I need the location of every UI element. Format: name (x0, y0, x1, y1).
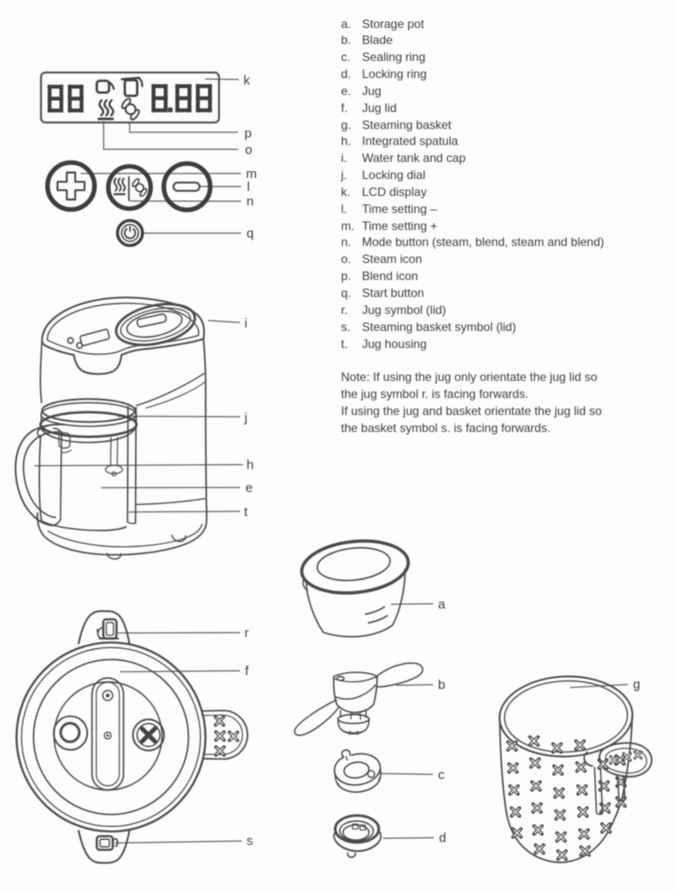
svg-text:n: n (247, 194, 254, 209)
svg-text:j: j (244, 410, 248, 425)
svg-text:p: p (245, 126, 252, 141)
svg-text:l: l (247, 179, 250, 194)
svg-text:k: k (244, 73, 251, 88)
svg-text:t: t (244, 504, 248, 519)
svg-text:b: b (438, 677, 445, 692)
svg-text:d: d (439, 830, 446, 845)
svg-text:q: q (247, 226, 254, 241)
svg-text:g: g (633, 677, 640, 692)
svg-text:s: s (247, 833, 254, 848)
svg-text:f: f (245, 663, 249, 678)
svg-text:m: m (246, 166, 257, 181)
svg-text:o: o (245, 142, 252, 157)
svg-text:c: c (438, 767, 445, 782)
svg-text:a: a (438, 596, 446, 611)
svg-text:i: i (245, 315, 248, 330)
svg-text:h: h (247, 457, 254, 472)
svg-text:r: r (245, 625, 250, 640)
svg-text:e: e (246, 480, 253, 495)
